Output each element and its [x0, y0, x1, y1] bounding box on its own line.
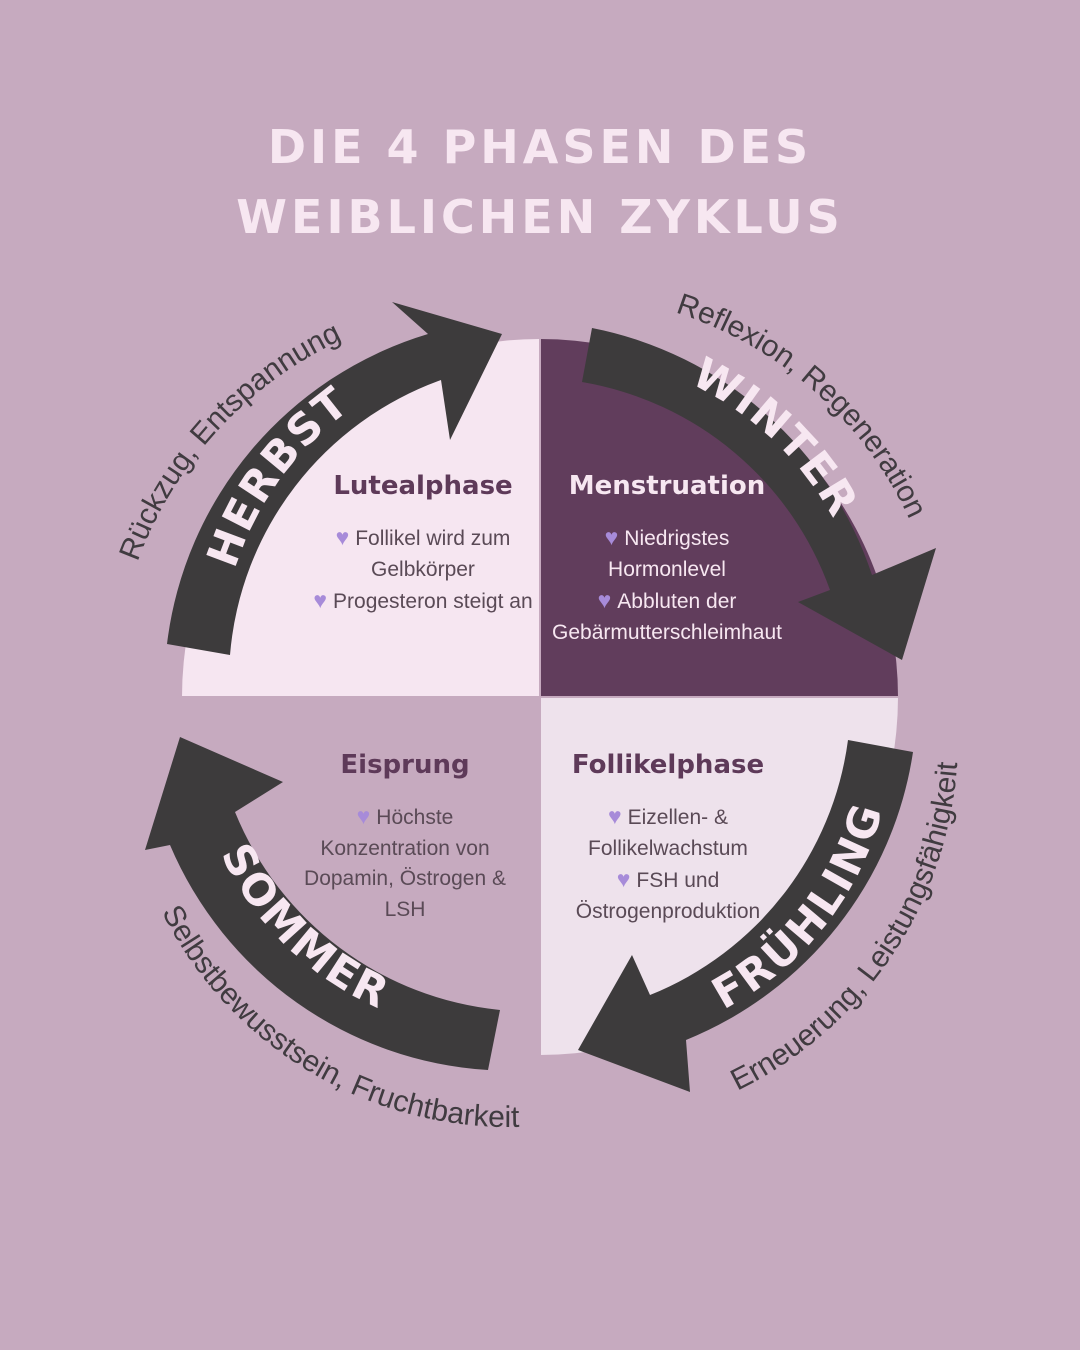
heart-icon: ♥ [335, 524, 350, 550]
arrow-winter [582, 328, 936, 660]
phase-title: Menstruation [568, 471, 766, 501]
heart-icon: ♥ [604, 524, 619, 550]
phase-ovulation: Eisprung ♥Höchste Konzentration von Dopa… [275, 749, 535, 925]
heart-icon: ♥ [607, 803, 622, 829]
heart-icon: ♥ [597, 587, 612, 613]
arrow-herbst [167, 302, 502, 655]
heart-icon: ♥ [356, 803, 371, 829]
heart-icon: ♥ [313, 587, 328, 613]
arrow-fruehling [578, 740, 913, 1092]
arrow-sommer [145, 737, 500, 1070]
page-title: DIE 4 PHASEN DES WEIBLICHEN ZYKLUS [236, 120, 844, 244]
phase-follicular: Follikelphase ♥Eizellen- & Follikelwachs… [548, 749, 788, 927]
phase-menstruation: Menstruation ♥Niedrigstes Hormonlevel ♥A… [527, 470, 807, 648]
phase-title: Eisprung [340, 750, 470, 780]
phase-luteal: Lutealphase ♥Follikel wird zum Gelbkörpe… [278, 470, 568, 618]
heart-icon: ♥ [616, 866, 631, 892]
phase-title: Lutealphase [333, 471, 513, 501]
phase-title: Follikelphase [571, 750, 765, 780]
